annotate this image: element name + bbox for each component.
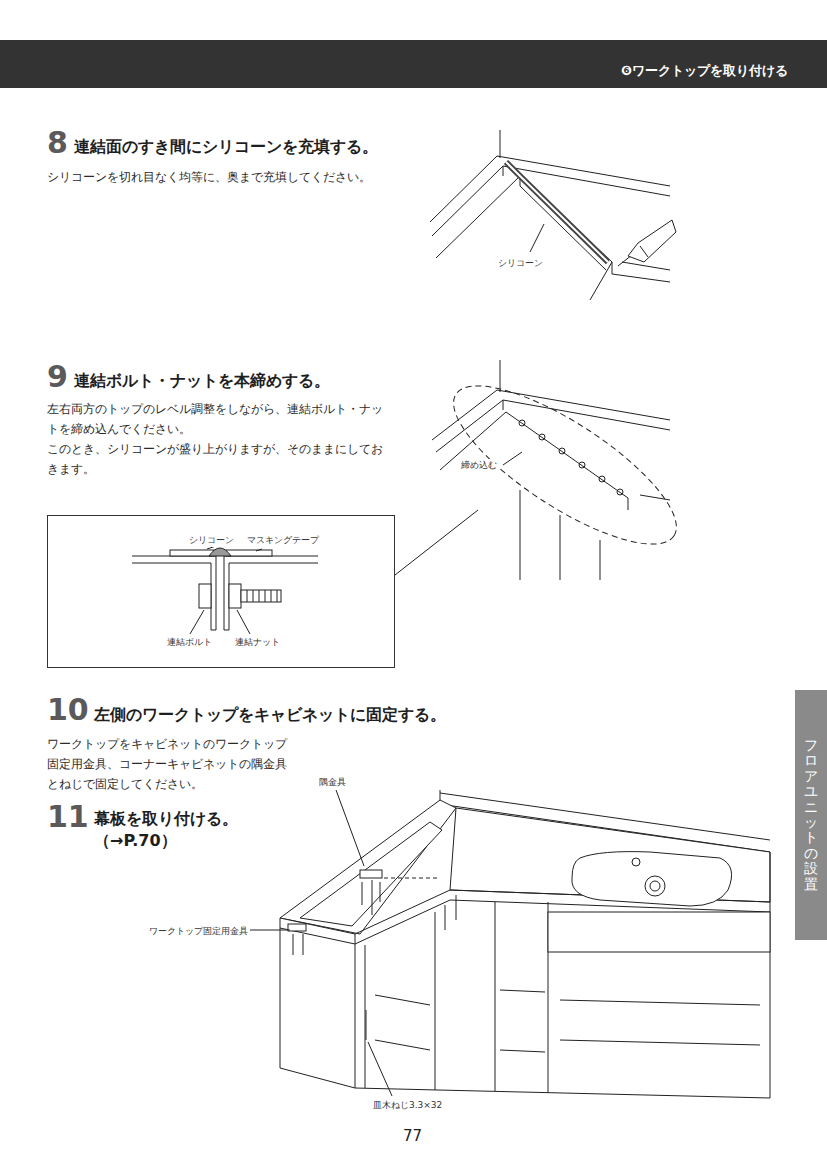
step-heading: 幕板を取り付ける。 — [94, 808, 238, 830]
detail-label: 連結ボルト — [166, 636, 213, 649]
tab-label: フロアユニットの設置 — [804, 738, 818, 892]
page-number: 77 — [403, 1126, 422, 1146]
detail-label: シリコーン — [188, 534, 235, 547]
part-label: 隅金具 — [318, 776, 347, 788]
bolt-figure — [395, 359, 697, 580]
page-reference: （→P.70） — [94, 830, 177, 852]
detail-inset: シリコーンマスキングテープ連結ボルト 連結ナット — [47, 515, 395, 668]
step-number: 11 — [47, 802, 89, 832]
page-title: ❻ワークトップを取り付ける — [621, 62, 788, 80]
detail-label: 連結ナット — [234, 636, 281, 649]
step-text: ワークトップをキャビネットのワークトップ固定用金具、コーナーキャビネットの隅金具… — [47, 735, 287, 794]
step-text: 左右両方のトップのレベル調整をしながら、連結ボルト・ナットを締め込んでください。 — [47, 400, 392, 440]
step-text: このとき、シリコーンが盛り上がりますが、そのままにしておきます。 — [47, 440, 392, 480]
section-tab: フロアユニットの設置 — [795, 690, 827, 940]
part-label: ワークトップ固定用金具 — [148, 925, 249, 937]
joint-detail — [132, 546, 318, 634]
step-number: 8 — [47, 128, 68, 158]
step-number: 10 — [47, 695, 89, 725]
part-label: 締め込む — [460, 459, 498, 471]
detail-label: マスキングテープ — [246, 534, 320, 547]
silicone-figure — [430, 130, 676, 300]
cabinet-figure — [250, 790, 770, 1098]
part-label: シリコーン — [497, 257, 544, 269]
header-bar — [0, 40, 827, 88]
step-heading: 連結ボルト・ナットを本締めする。 — [74, 370, 330, 392]
step-text: シリコーンを切れ目なく均等に、奥まで充填してください。 — [47, 168, 417, 188]
part-label: 皿木ねじ3.3×32 — [372, 1099, 443, 1111]
step-number: 9 — [47, 362, 68, 392]
step-heading: 連結面のすき間にシリコーンを充填する。 — [74, 136, 378, 158]
step-heading: 左側のワークトップをキャビネットに固定する。 — [94, 704, 446, 726]
